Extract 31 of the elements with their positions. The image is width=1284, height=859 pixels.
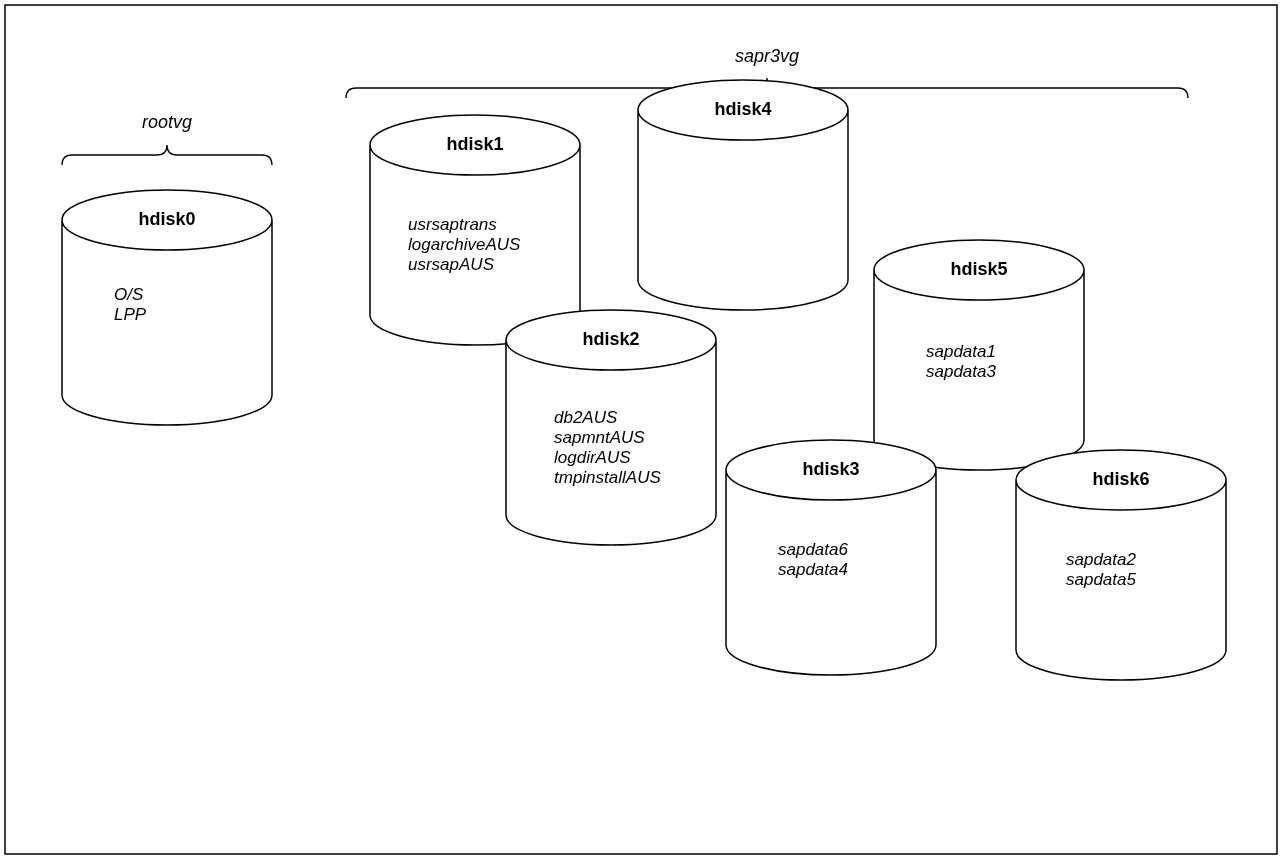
group-label: rootvg xyxy=(141,112,193,133)
volume-label: sapmntAUS xyxy=(554,428,645,448)
volume-label: db2AUS xyxy=(554,408,618,428)
disk-cylinder xyxy=(638,80,848,310)
disk-cylinder xyxy=(874,240,1084,470)
volume-label: usrsaptrans xyxy=(408,215,497,235)
volume-label: O/S xyxy=(114,285,144,305)
disk-label: hdisk2 xyxy=(581,329,641,350)
volume-label: sapdata2 xyxy=(1066,550,1136,570)
disk-cylinder xyxy=(1016,450,1226,680)
volume-label: usrsapAUS xyxy=(408,255,494,275)
disk-label: hdisk0 xyxy=(137,209,197,230)
volume-label: logarchiveAUS xyxy=(408,235,521,255)
disk-label: hdisk4 xyxy=(713,99,773,120)
volume-label: sapdata1 xyxy=(926,342,996,362)
disk-label: hdisk1 xyxy=(445,134,505,155)
disk-cylinder xyxy=(62,190,272,425)
group-label: sapr3vg xyxy=(733,46,800,67)
disk-label: hdisk6 xyxy=(1091,469,1151,490)
volume-label: sapdata6 xyxy=(778,540,848,560)
volume-label: sapdata4 xyxy=(778,560,848,580)
disk-label: hdisk5 xyxy=(949,259,1009,280)
disk-cylinder xyxy=(726,440,936,675)
disk-cylinder xyxy=(370,115,580,345)
volume-label: sapdata5 xyxy=(1066,570,1136,590)
volume-label: LPP xyxy=(114,305,147,325)
disk-label: hdisk3 xyxy=(801,459,861,480)
volume-label: logdirAUS xyxy=(554,448,631,468)
volume-label: sapdata3 xyxy=(926,362,996,382)
volume-label: tmpinstallAUS xyxy=(554,468,661,488)
disk-cylinder xyxy=(506,310,716,545)
